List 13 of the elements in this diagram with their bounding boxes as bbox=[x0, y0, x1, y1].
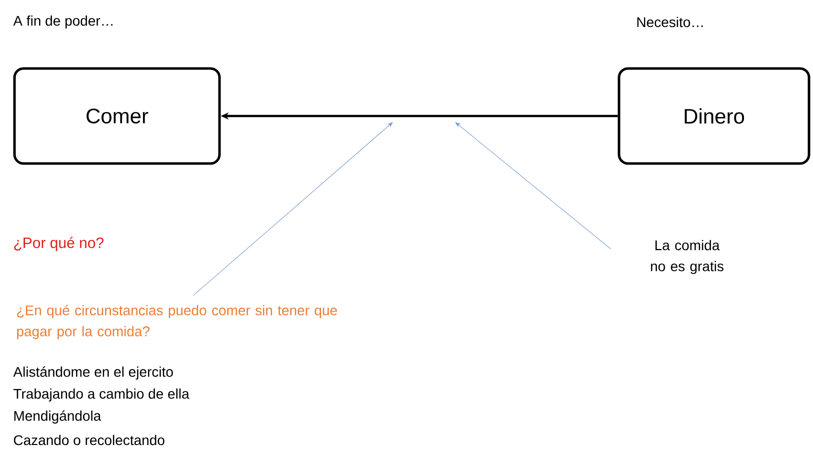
leader-line bbox=[192, 122, 393, 296]
list-item: Alistándome en el ejercito bbox=[13, 366, 173, 380]
process-box: Dinero bbox=[618, 67, 810, 165]
list-item: Mendigándola bbox=[14, 410, 102, 424]
heading-text: A fin de poder… bbox=[13, 15, 112, 29]
list-item: Trabajando a cambio de ella bbox=[14, 388, 190, 402]
list-item: Cazando o recolectando bbox=[14, 434, 164, 446]
question-text: ¿En qué circunstancias puedo comer sin tener que pagar por la comida? bbox=[17, 304, 337, 340]
callout-text: La comida no es gratis bbox=[650, 240, 724, 274]
leader-line bbox=[455, 122, 612, 250]
process-box: Comer bbox=[13, 67, 221, 165]
question-text: ¿Por qué no? bbox=[14, 236, 104, 252]
heading-text: Necesito… bbox=[637, 16, 703, 28]
